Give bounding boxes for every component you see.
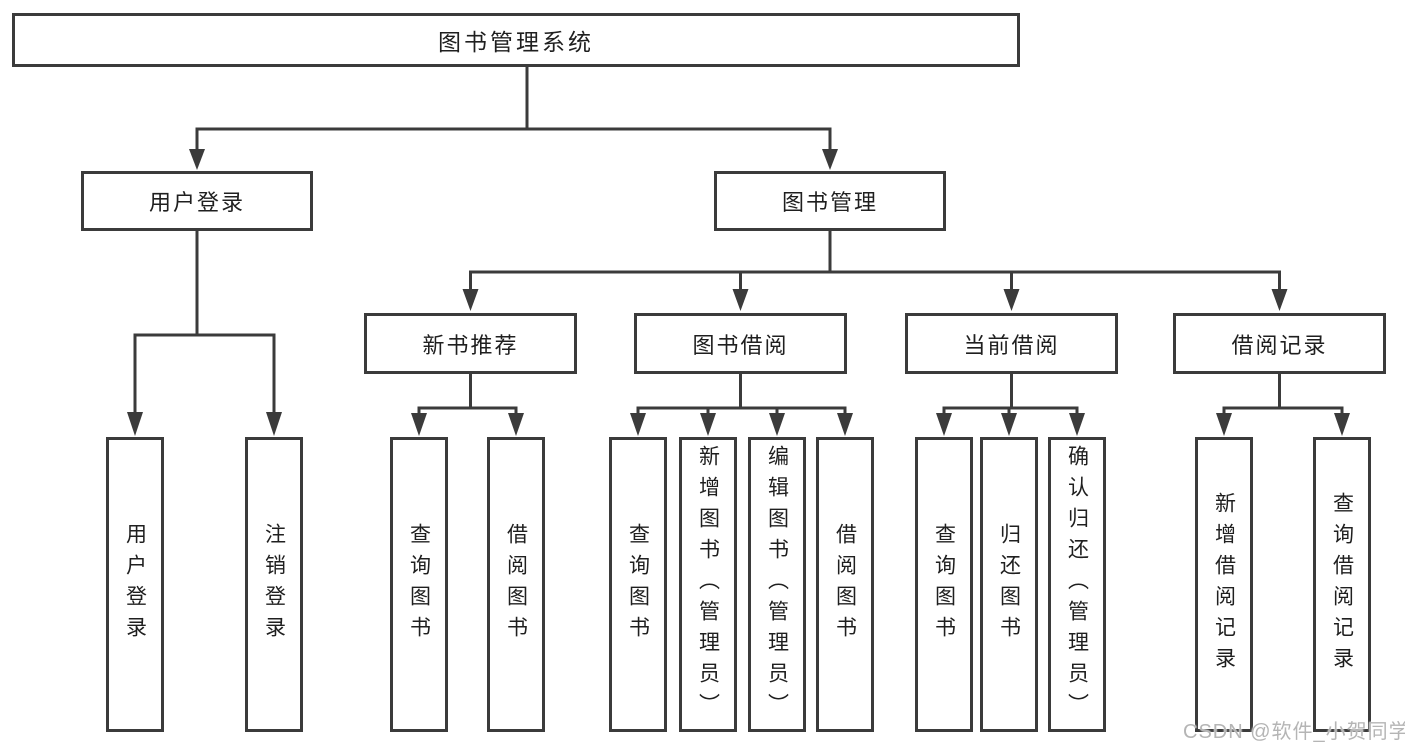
arrow-down-icon bbox=[837, 413, 853, 436]
leaf-current-return-book-label: 归还图书 bbox=[997, 522, 1021, 647]
node-new-book-recommend: 新书推荐 bbox=[364, 313, 577, 374]
arrow-down-icon bbox=[1216, 413, 1232, 436]
node-current-borrow: 当前借阅 bbox=[905, 313, 1118, 374]
arrow-down-icon bbox=[266, 412, 282, 436]
arrow-down-icon bbox=[630, 413, 646, 436]
leaf-borrow-borrow-book-label: 借阅图书 bbox=[833, 522, 857, 647]
arrow-down-icon bbox=[462, 289, 479, 311]
leaf-logout: 注销登录 bbox=[245, 437, 303, 732]
node-book-management: 图书管理 bbox=[714, 171, 946, 231]
edge-records-to-leaves bbox=[1216, 372, 1350, 436]
node-user-login-label: 用户登录 bbox=[148, 190, 245, 215]
node-root: 图书管理系统 bbox=[12, 13, 1020, 67]
leaf-recommend-borrow-book: 借阅图书 bbox=[487, 437, 545, 732]
leaf-current-query-book-label: 查询图书 bbox=[932, 522, 956, 647]
node-user-login: 用户登录 bbox=[81, 171, 313, 231]
edge-book-management-to-level3 bbox=[462, 229, 1288, 311]
edge-borrow-to-leaves bbox=[630, 372, 853, 436]
node-book-borrow-label: 图书借阅 bbox=[692, 332, 789, 358]
node-new-book-recommend-label: 新书推荐 bbox=[422, 332, 519, 358]
leaf-current-return-book: 归还图书 bbox=[980, 437, 1038, 732]
leaf-recommend-query-book: 查询图书 bbox=[390, 437, 448, 732]
leaf-recommend-borrow-book-label: 借阅图书 bbox=[504, 522, 528, 647]
arrow-down-icon bbox=[127, 412, 143, 436]
arrow-down-icon bbox=[189, 149, 205, 170]
edge-root-to-level2 bbox=[189, 65, 838, 170]
leaf-current-confirm-return-admin: 确认归还（管理员） bbox=[1048, 437, 1106, 732]
node-current-borrow-label: 当前借阅 bbox=[963, 332, 1060, 358]
arrow-down-icon bbox=[1003, 289, 1020, 311]
node-root-label: 图书管理系统 bbox=[438, 29, 594, 55]
leaf-borrow-borrow-book: 借阅图书 bbox=[816, 437, 874, 732]
edge-current-to-leaves bbox=[936, 372, 1085, 436]
leaf-records-add-record: 新增借阅记录 bbox=[1195, 437, 1253, 732]
arrow-down-icon bbox=[1001, 413, 1017, 436]
leaf-borrow-query-book: 查询图书 bbox=[609, 437, 667, 732]
arrow-down-icon bbox=[508, 413, 524, 436]
node-borrow-records-label: 借阅记录 bbox=[1231, 332, 1328, 358]
leaf-borrow-query-book-label: 查询图书 bbox=[626, 522, 650, 647]
leaf-borrow-edit-book-admin-label: 编辑图书（管理员） bbox=[765, 445, 789, 724]
arrow-down-icon bbox=[411, 413, 427, 436]
arrow-down-icon bbox=[732, 289, 749, 311]
arrow-down-icon bbox=[769, 413, 785, 436]
arrow-down-icon bbox=[822, 149, 838, 170]
arrow-down-icon bbox=[936, 413, 952, 436]
leaf-borrow-add-book-admin: 新增图书（管理员） bbox=[679, 437, 737, 732]
node-book-management-label: 图书管理 bbox=[781, 190, 878, 215]
leaf-user-login: 用户登录 bbox=[106, 437, 164, 732]
leaf-current-confirm-return-admin-label: 确认归还（管理员） bbox=[1065, 445, 1089, 724]
leaf-borrow-edit-book-admin: 编辑图书（管理员） bbox=[748, 437, 806, 732]
arrow-down-icon bbox=[1271, 289, 1288, 311]
leaf-recommend-query-book-label: 查询图书 bbox=[407, 522, 431, 647]
leaf-logout-label: 注销登录 bbox=[262, 522, 286, 647]
arrow-down-icon bbox=[700, 413, 716, 436]
csdn-watermark: CSDN @软件_小贺同学 bbox=[1183, 721, 1405, 743]
leaf-user-login-label: 用户登录 bbox=[123, 522, 147, 647]
leaf-records-query-record-label: 查询借阅记录 bbox=[1330, 491, 1354, 678]
node-book-borrow: 图书借阅 bbox=[634, 313, 847, 374]
leaf-current-query-book: 查询图书 bbox=[915, 437, 973, 732]
leaf-records-query-record: 查询借阅记录 bbox=[1313, 437, 1371, 732]
leaf-records-add-record-label: 新增借阅记录 bbox=[1212, 491, 1236, 678]
leaf-borrow-add-book-admin-label: 新增图书（管理员） bbox=[696, 445, 720, 724]
edge-user-login-to-leaves bbox=[127, 229, 282, 436]
arrow-down-icon bbox=[1334, 413, 1350, 436]
edge-recommend-to-leaves bbox=[411, 372, 524, 436]
node-borrow-records: 借阅记录 bbox=[1173, 313, 1386, 374]
arrow-down-icon bbox=[1069, 413, 1085, 436]
